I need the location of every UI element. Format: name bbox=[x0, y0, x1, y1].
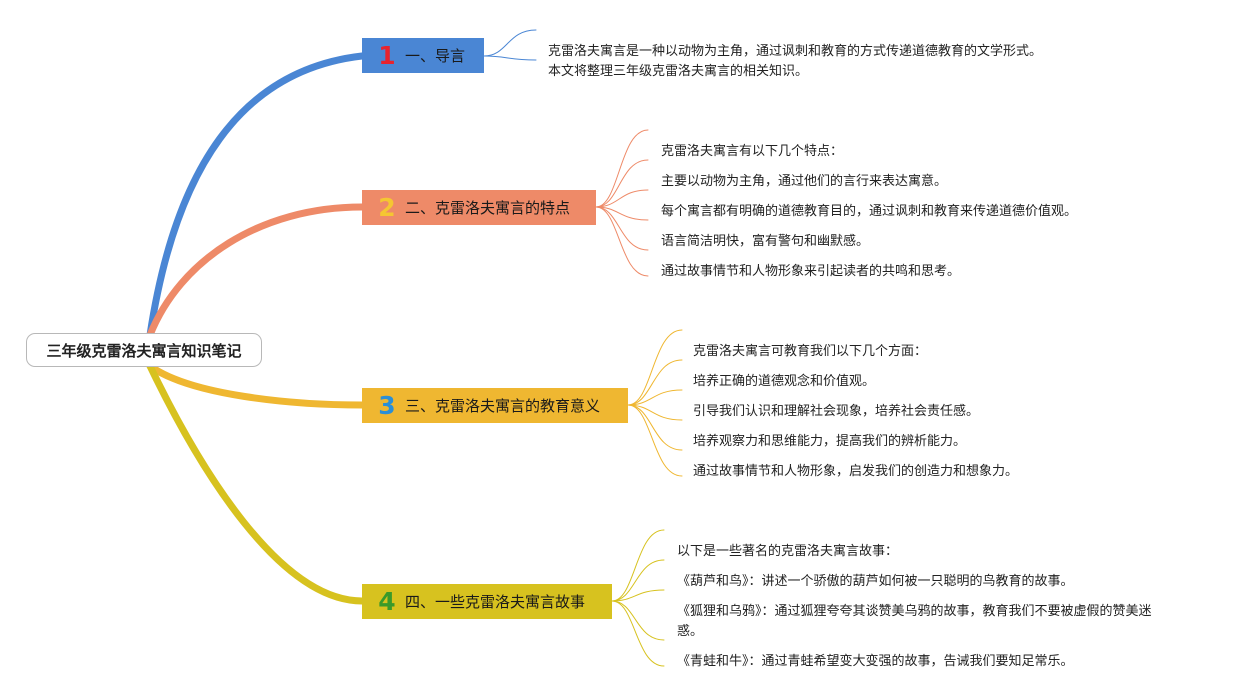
leaf-text: 主要以动物为主角，通过他们的言行来表达寓意。 bbox=[661, 174, 948, 189]
branch-characteristics[interactable]: 2 二、克雷洛夫寓言的特点 bbox=[362, 190, 596, 225]
leaf-text: 通过故事情节和人物形象来引起读者的共鸣和思考。 bbox=[661, 264, 961, 279]
root-topic[interactable]: 三年级克雷洛夫寓言知识笔记 bbox=[26, 333, 262, 367]
leaf-connector-line bbox=[627, 359, 683, 406]
main-branch-line bbox=[146, 203, 366, 339]
leaf-connector-line bbox=[627, 404, 683, 451]
leaf-text: 引导我们认识和理解社会现象，培养社会责任感。 bbox=[693, 404, 980, 419]
leaf-connector-line bbox=[627, 404, 683, 477]
leaf-connector-line bbox=[627, 329, 683, 406]
leaf-connector-line bbox=[611, 600, 665, 641]
leaf-text: 克雷洛夫寓言可教育我们以下几个方面： bbox=[693, 344, 928, 359]
leaf-text: 以下是一些著名的克雷洛夫寓言故事： bbox=[677, 544, 899, 559]
branch-label: 四、一些克雷洛夫寓言故事 bbox=[405, 593, 586, 611]
leaf-connector-line bbox=[483, 55, 537, 61]
leaf-text: 《葫芦和鸟》：讲述一个骄傲的葫芦如何被一只聪明的鸟教育的故事。 bbox=[677, 574, 1074, 589]
leaf-text: 克雷洛夫寓言有以下几个特点： bbox=[661, 144, 844, 159]
leaf-connector-line bbox=[483, 29, 537, 57]
main-branch-line bbox=[146, 362, 366, 605]
leaf-connector-line bbox=[595, 206, 649, 277]
branch-introduction[interactable]: 1 一、导言 bbox=[362, 38, 484, 73]
leaf-text: 通过故事情节和人物形象，启发我们的创造力和想象力。 bbox=[693, 464, 1019, 479]
leaf-connector-line bbox=[595, 129, 649, 208]
leaf-text: 每个寓言都有明确的道德教育目的，通过讽刺和教育来传递道德价值观。 bbox=[661, 204, 1078, 219]
branch-label: 三、克雷洛夫寓言的教育意义 bbox=[405, 397, 601, 415]
leaf-connector-line bbox=[595, 189, 649, 208]
leaf-connector-line bbox=[611, 529, 665, 602]
branch-fable-stories[interactable]: 4 四、一些克雷洛夫寓言故事 bbox=[362, 584, 612, 619]
root-topic-label: 三年级克雷洛夫寓言知识笔记 bbox=[46, 341, 242, 360]
leaf-connector-line bbox=[611, 559, 665, 602]
branch-label: 一、导言 bbox=[405, 47, 466, 65]
number-2-icon: 2 bbox=[378, 193, 396, 222]
leaf-connector-line bbox=[611, 589, 665, 602]
leaf-connector-line bbox=[627, 389, 683, 406]
leaf-text: 语言简洁明快，富有警句和幽默感。 bbox=[661, 234, 870, 249]
main-branch-line bbox=[146, 52, 366, 339]
leaf-connector-line bbox=[595, 159, 649, 208]
number-1-icon: 1 bbox=[378, 41, 396, 70]
number-3-icon: 3 bbox=[378, 391, 396, 420]
branch-educational-significance[interactable]: 3 三、克雷洛夫寓言的教育意义 bbox=[362, 388, 628, 423]
leaf-text: 培养正确的道德观念和价值观。 bbox=[693, 374, 876, 389]
leaf-text: 培养观察力和思维能力，提高我们的辨析能力。 bbox=[693, 434, 967, 449]
branch-label: 二、克雷洛夫寓言的特点 bbox=[405, 199, 571, 217]
leaf-connector-line bbox=[595, 206, 649, 221]
leaf-connector-line bbox=[611, 600, 665, 667]
number-4-icon: 4 bbox=[378, 587, 396, 616]
leaf-text: 克雷洛夫寓言是一种以动物为主角，通过讽刺和教育的方式传递道德教育的文学形式。本文… bbox=[548, 44, 1043, 79]
leaf-text: 《青蛙和牛》：通过青蛙希望变大变强的故事，告诫我们要知足常乐。 bbox=[677, 654, 1074, 669]
leaf-connector-line bbox=[627, 404, 683, 421]
main-branch-line bbox=[146, 362, 366, 409]
leaf-connector-line bbox=[595, 206, 649, 251]
leaf-text: 《狐狸和乌鸦》：通过狐狸夸夸其谈赞美乌鸦的故事，教育我们不要被虚假的赞美迷惑。 bbox=[677, 604, 1152, 639]
